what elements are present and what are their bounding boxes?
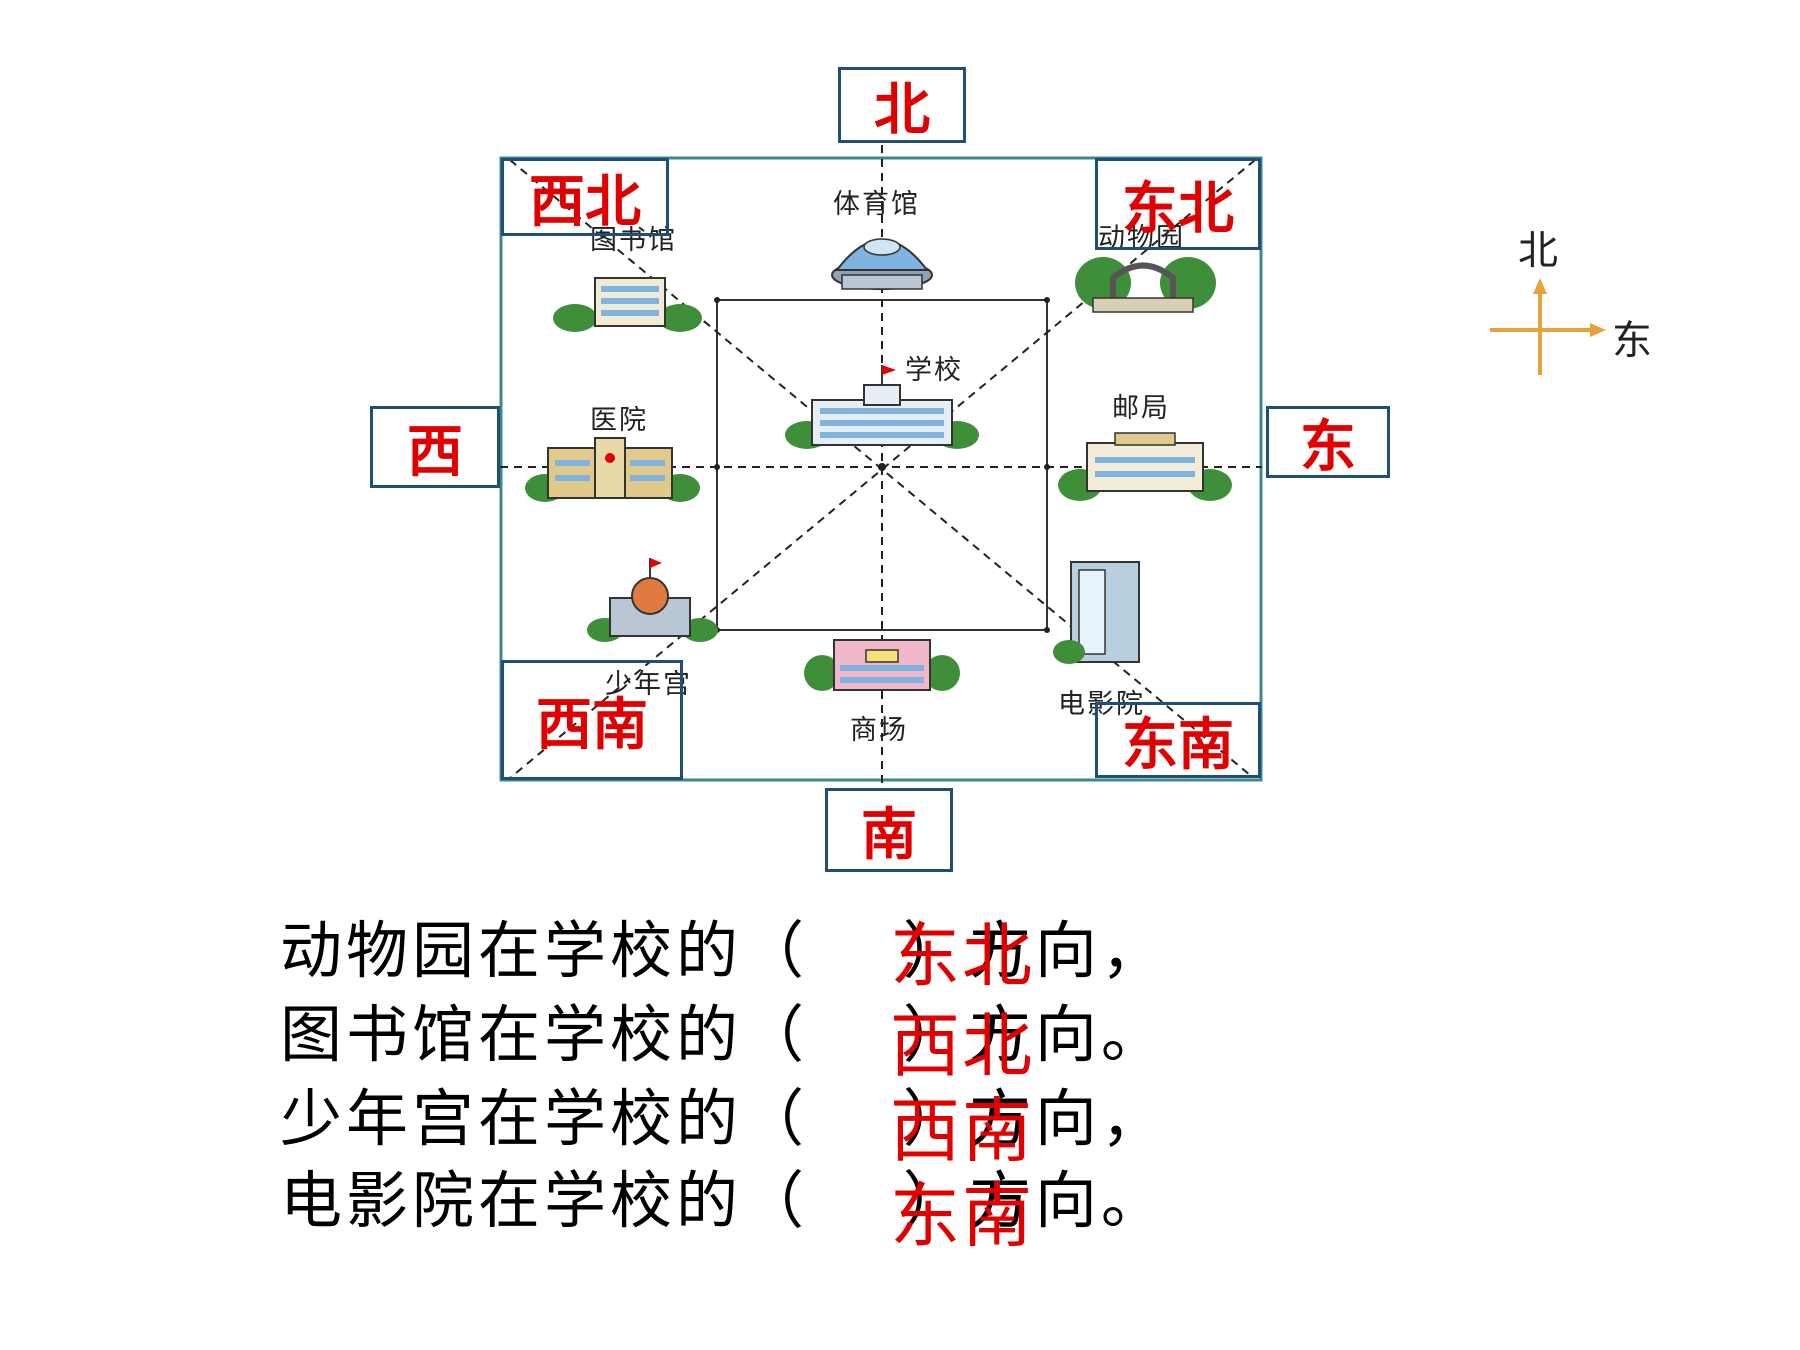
question-2: 图书馆在学校的（ ）方向。 [280,998,1167,1071]
southwest-label: 西南 [501,660,683,780]
compass-east-label: 东 [1612,318,1652,364]
hospital-icon [525,437,700,502]
answer-4: 东南 [890,1175,1034,1257]
youth-palace-label: 少年宫 [605,669,692,700]
cinema-icon [1053,561,1140,664]
gym-label: 体育馆 [833,189,920,220]
south-label: 南 [825,788,953,872]
youth-palace-icon [587,558,718,642]
answer-3: 西南 [890,1090,1034,1172]
library-icon [553,277,702,332]
post-office-label: 邮局 [1112,393,1170,424]
compass-icon [1490,278,1606,375]
answer-1: 东北 [890,915,1034,997]
mall-icon [804,639,960,691]
question-4: 电影院在学校的（ ）方向。 [280,1164,1167,1237]
hospital-label: 医院 [590,405,648,436]
gym-icon [831,238,933,290]
library-label: 图书馆 [590,225,677,256]
post-office-icon [1058,432,1232,501]
school-label: 学校 [905,355,963,386]
west-label: 西 [370,406,500,488]
compass-north-label: 北 [1518,228,1558,274]
east-label: 东 [1266,406,1390,480]
question-3: 少年宫在学校的（ ）方向， [280,1082,1167,1155]
answer-2: 西北 [890,1005,1034,1087]
north-label: 北 [838,67,966,143]
northwest-label: 西北 [501,158,669,236]
southeast-label: 东南 [1095,702,1261,778]
northeast-label: 东北 [1095,158,1261,250]
school-icon [785,365,979,449]
mall-label: 商场 [850,715,908,746]
zoo-icon [1075,257,1216,313]
question-1: 动物园在学校的（ ）方向， [280,914,1167,987]
